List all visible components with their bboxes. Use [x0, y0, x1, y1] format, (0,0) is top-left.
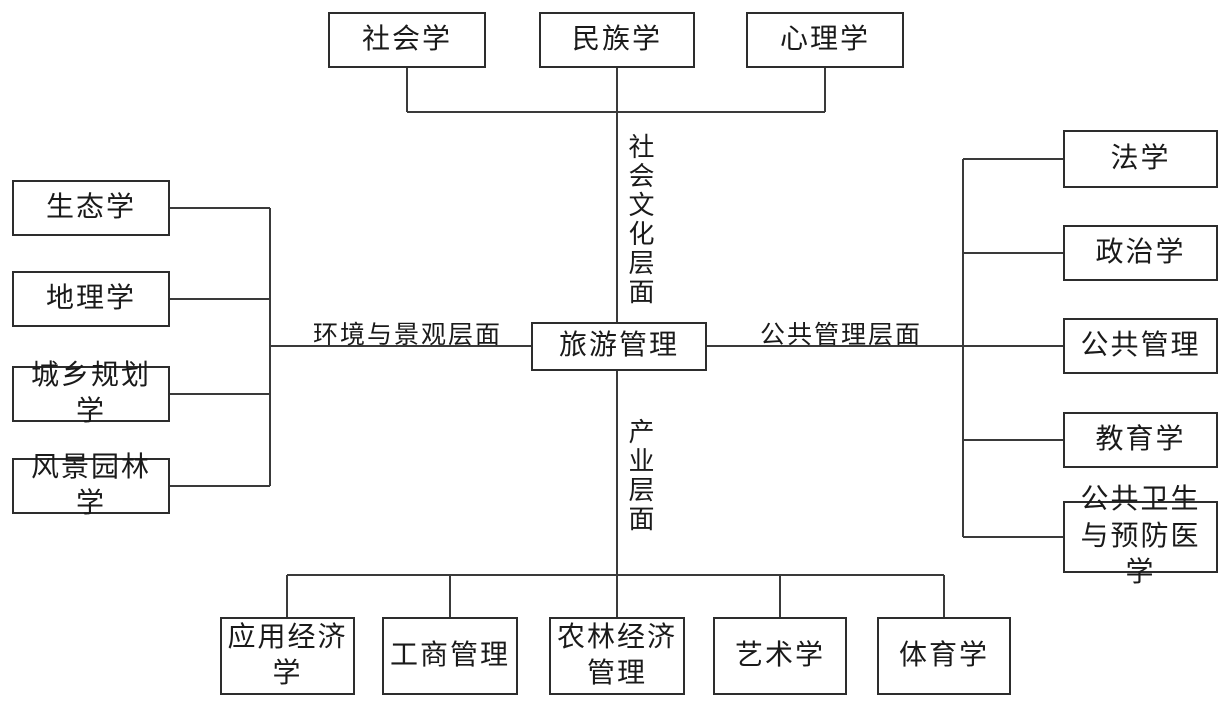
node-public-administration: 公共管理: [1063, 318, 1218, 374]
node-agroforestry-economics-management: 农林经济管理: [549, 617, 685, 695]
axis-label-public-management-level: 公共管理层面: [760, 322, 923, 349]
node-landscape-architecture: 风景园林学: [12, 452, 170, 519]
node-sports-science: 体育学: [877, 617, 1011, 695]
node-ethnology: 民族学: [539, 12, 695, 68]
axis-label-social-cultural-level: 社会文化层面: [625, 133, 654, 307]
node-education: 教育学: [1063, 412, 1218, 468]
node-political-science: 政治学: [1063, 225, 1218, 281]
axis-label-environment-landscape-level: 环境与景观层面: [313, 322, 503, 349]
node-tourism-management: 旅游管理: [531, 322, 707, 371]
node-public-health-preventive-medicine: 公共卫生与预防医学: [1063, 484, 1218, 588]
node-business-administration: 工商管理: [382, 617, 518, 695]
node-art-studies: 艺术学: [713, 617, 847, 695]
node-sociology: 社会学: [328, 12, 486, 68]
node-applied-economics: 应用经济学: [220, 617, 355, 695]
node-geography: 地理学: [12, 271, 170, 327]
axis-label-industry-level: 产业层面: [625, 418, 654, 534]
node-urban-rural-planning: 城乡规划学: [12, 360, 170, 427]
node-ecology: 生态学: [12, 180, 170, 236]
node-psychology: 心理学: [746, 12, 904, 68]
node-law: 法学: [1063, 130, 1218, 188]
